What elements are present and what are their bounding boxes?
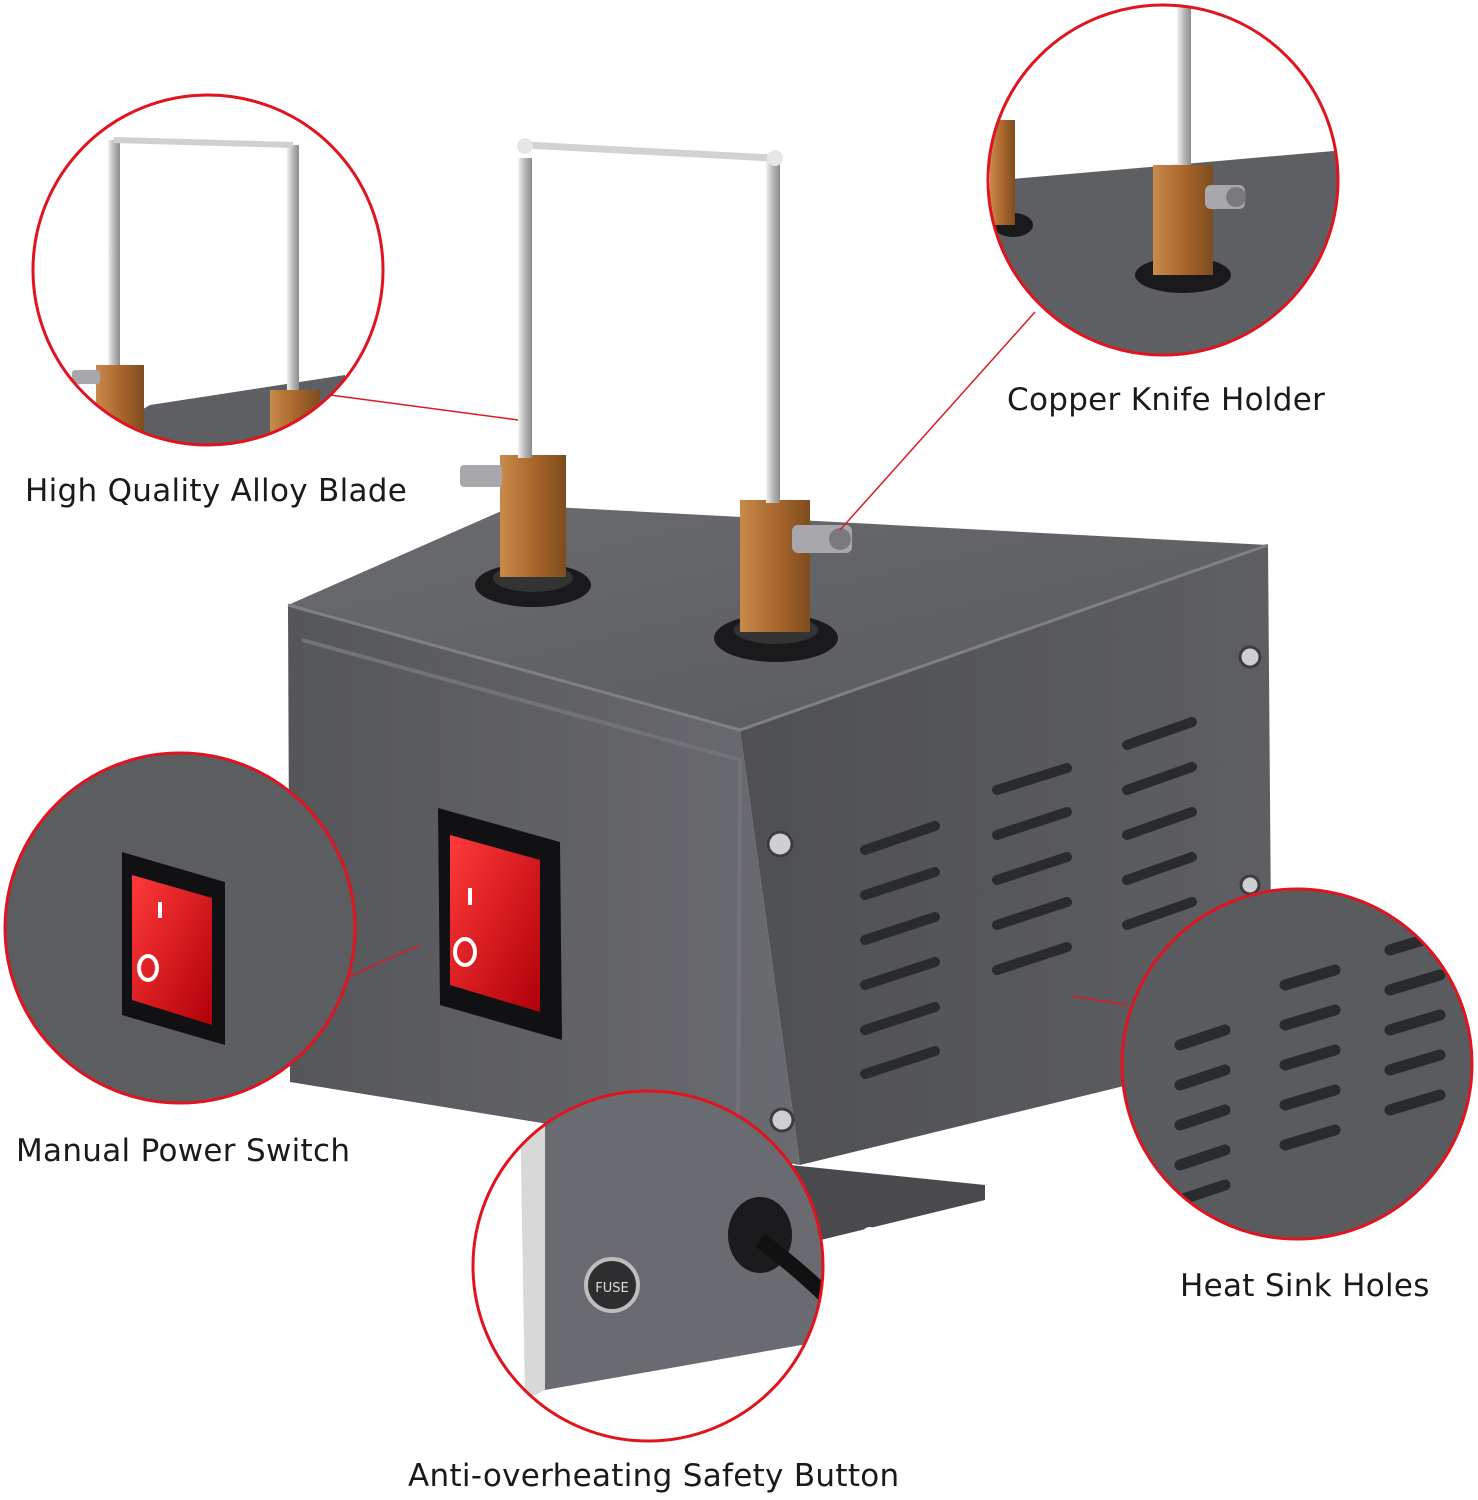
mounting-foot xyxy=(790,1165,985,1245)
label-alloy-blade: High Quality Alloy Blade xyxy=(25,473,408,509)
power-switch xyxy=(438,808,562,1040)
label-heat-sink: Heat Sink Holes xyxy=(1180,1268,1430,1304)
callout-heat-zoom xyxy=(1120,887,1474,1241)
label-copper-holder: Copper Knife Holder xyxy=(1007,382,1326,418)
heating-wire xyxy=(521,141,777,162)
callout-blade-zoom xyxy=(31,93,385,447)
fuse-label: FUSE xyxy=(595,1281,628,1296)
label-safety-button: Anti-overheating Safety Button xyxy=(408,1458,900,1494)
label-power-switch: Manual Power Switch xyxy=(16,1133,351,1169)
callout-switch-zoom xyxy=(3,751,357,1105)
blade-assembly-left xyxy=(460,158,591,607)
callout-safety-zoom: FUSE xyxy=(471,1089,825,1443)
blade-assembly-right xyxy=(714,158,852,662)
vent-holes xyxy=(860,717,1197,1079)
callout-holder-zoom xyxy=(986,3,1340,357)
